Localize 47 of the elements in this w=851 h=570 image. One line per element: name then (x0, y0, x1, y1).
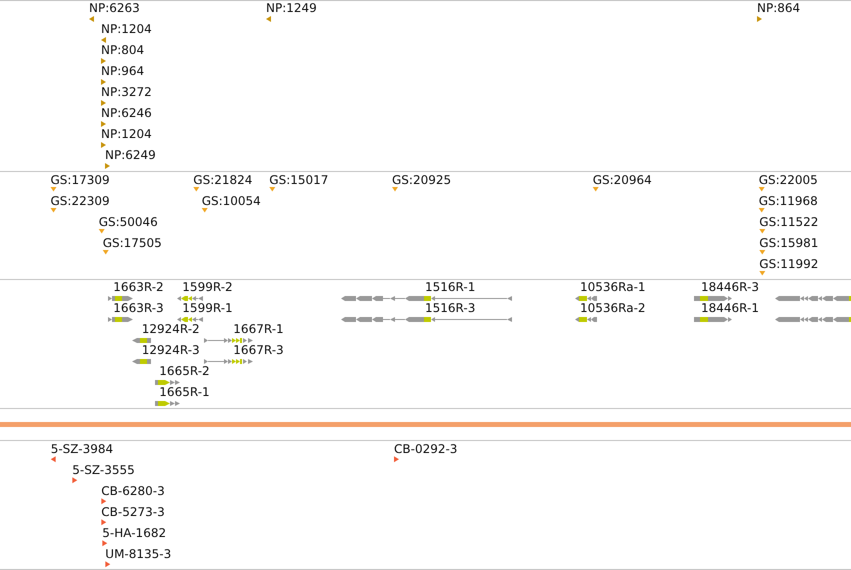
feature-label: NP:1204 (101, 127, 152, 142)
feature-label: 1667R-1 (233, 322, 284, 336)
feature-label: NP:864 (757, 1, 800, 16)
feature-label: UM-8135-3 (105, 546, 172, 561)
feature-label: 12924R-3 (142, 343, 200, 358)
feature-label: 1599R-2 (182, 280, 233, 294)
feature-label: NP:3272 (101, 85, 152, 100)
feature-label: GS:11968 (758, 194, 818, 208)
feature-label: NP:6263 (89, 1, 140, 16)
feature-label: 5-HA-1682 (102, 526, 166, 540)
feature-label: 10536Ra-2 (580, 301, 646, 316)
feature-label: CB-0292-3 (394, 442, 458, 456)
feature-label: GS:10054 (202, 194, 261, 208)
feature-label: 10536Ra-1 (580, 280, 646, 294)
feature-label: 1667R-3 (233, 343, 284, 358)
feature-label: CB-5273-3 (101, 504, 165, 519)
feature-label: NP:1204 (101, 22, 152, 36)
feature-label: 5-SZ-3984 (50, 442, 114, 456)
feature-label: GS:17505 (102, 236, 162, 250)
feature-label: GS:20925 (392, 172, 452, 187)
feature-label: 1665R-1 (159, 385, 210, 400)
feature-label: 1516R-3 (425, 301, 476, 316)
feature-label: 18446R-1 (701, 301, 759, 316)
feature-label: NP:1249 (266, 1, 317, 16)
feature-label: 1599R-1 (182, 301, 233, 316)
feature-label: GS:11992 (759, 256, 818, 271)
feature-label: NP:964 (101, 64, 144, 78)
feature-label: GS:15017 (269, 172, 328, 187)
feature-label: 18446R-3 (701, 280, 759, 294)
feature-label: GS:21824 (193, 172, 252, 187)
feature-label: CB-6280-3 (101, 484, 165, 498)
feature-label: NP:804 (101, 43, 144, 58)
feature-label: 12924R-2 (142, 322, 200, 336)
feature-label: NP:6246 (101, 106, 152, 120)
feature-label: 1663R-2 (113, 280, 164, 294)
feature-label: 1663R-3 (113, 301, 164, 316)
feature-label: GS:20964 (592, 172, 652, 187)
feature-label: NP:6249 (105, 148, 156, 162)
feature-label: 1665R-2 (159, 364, 210, 378)
feature-label: GS:22309 (50, 194, 110, 208)
feature-label: GS:50046 (98, 214, 158, 229)
feature-label: 5-SZ-3555 (72, 462, 135, 477)
feature-label: GS:22005 (758, 172, 818, 187)
feature-label: 1516R-1 (425, 280, 476, 294)
feature-label: GS:17309 (50, 172, 110, 187)
feature-label: GS:15981 (759, 236, 818, 250)
feature-label: GS:11522 (759, 214, 818, 229)
